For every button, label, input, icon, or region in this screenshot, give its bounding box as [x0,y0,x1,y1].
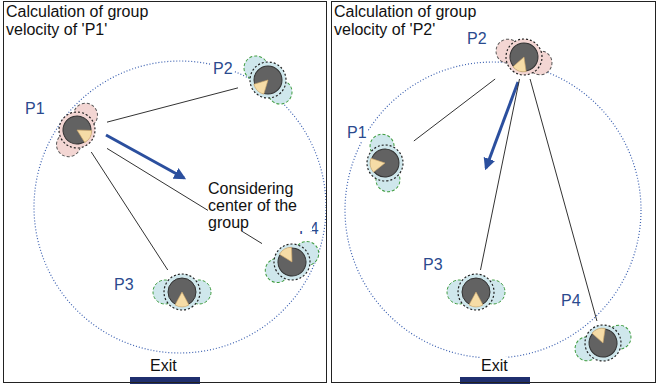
body-ring [164,274,200,310]
annotation: Considering center of the group [208,180,312,231]
exit-label: Exit [481,357,508,374]
group-circle [34,61,326,353]
person-icon [47,108,107,152]
connector-line [530,79,597,321]
person-label: P1 [24,100,46,118]
group-circle [345,62,641,358]
person: P3 [152,270,212,314]
body-ring [52,105,101,154]
view-wedge [369,156,386,172]
body-ring [501,34,547,80]
view-wedge [74,124,94,144]
head [369,147,401,179]
connector-line [414,79,495,141]
person-body [153,274,211,310]
view-wedge [253,75,273,95]
person-icon [262,240,322,284]
head [168,278,196,306]
person-body [235,47,301,113]
body-ring [243,55,294,106]
person-icon [355,141,415,185]
panel-heading: Calculation of group velocity of 'P1' [6,3,166,39]
body-ring [458,274,494,310]
person-label: P3 [422,256,444,274]
person-icon [573,321,633,365]
head [58,111,96,149]
body-ring [364,142,406,184]
head [585,325,621,361]
head [462,278,490,306]
person-label: P2 [466,30,488,48]
view-wedge [469,292,483,307]
body-ring [580,320,626,366]
person: P3 [446,270,506,314]
person: P1 [355,141,415,185]
connector-line [91,152,167,270]
person: P1 [47,108,107,152]
connector-line [480,79,519,270]
view-wedge [279,246,299,266]
person-icon [494,35,554,79]
person-label: P3 [113,276,135,294]
person-icon [152,270,212,314]
exit-label: Exit [150,357,177,374]
person-label: P4 [560,292,582,310]
person-body [258,232,326,292]
body-ring [267,237,316,286]
head [248,60,288,100]
person-label: P1 [346,124,368,142]
person-body [491,30,558,84]
person: P4 [262,240,322,284]
person: P2 [238,58,298,102]
velocity-arrow [486,82,518,168]
connector-line [107,88,238,122]
person-body [570,316,637,370]
person-icon [238,58,298,102]
person: P2 [494,35,554,79]
person-body [447,274,505,310]
panel: Calculation of group velocity of 'P2'P1P… [331,1,656,383]
view-wedge [175,292,189,307]
person: P4 [573,321,633,365]
head [506,39,542,75]
head [273,243,311,281]
person-body [47,96,107,164]
person-body [362,131,408,194]
view-wedge [591,327,609,346]
person-label: P2 [212,60,234,78]
view-wedge [512,55,530,74]
person-icon [446,270,506,314]
